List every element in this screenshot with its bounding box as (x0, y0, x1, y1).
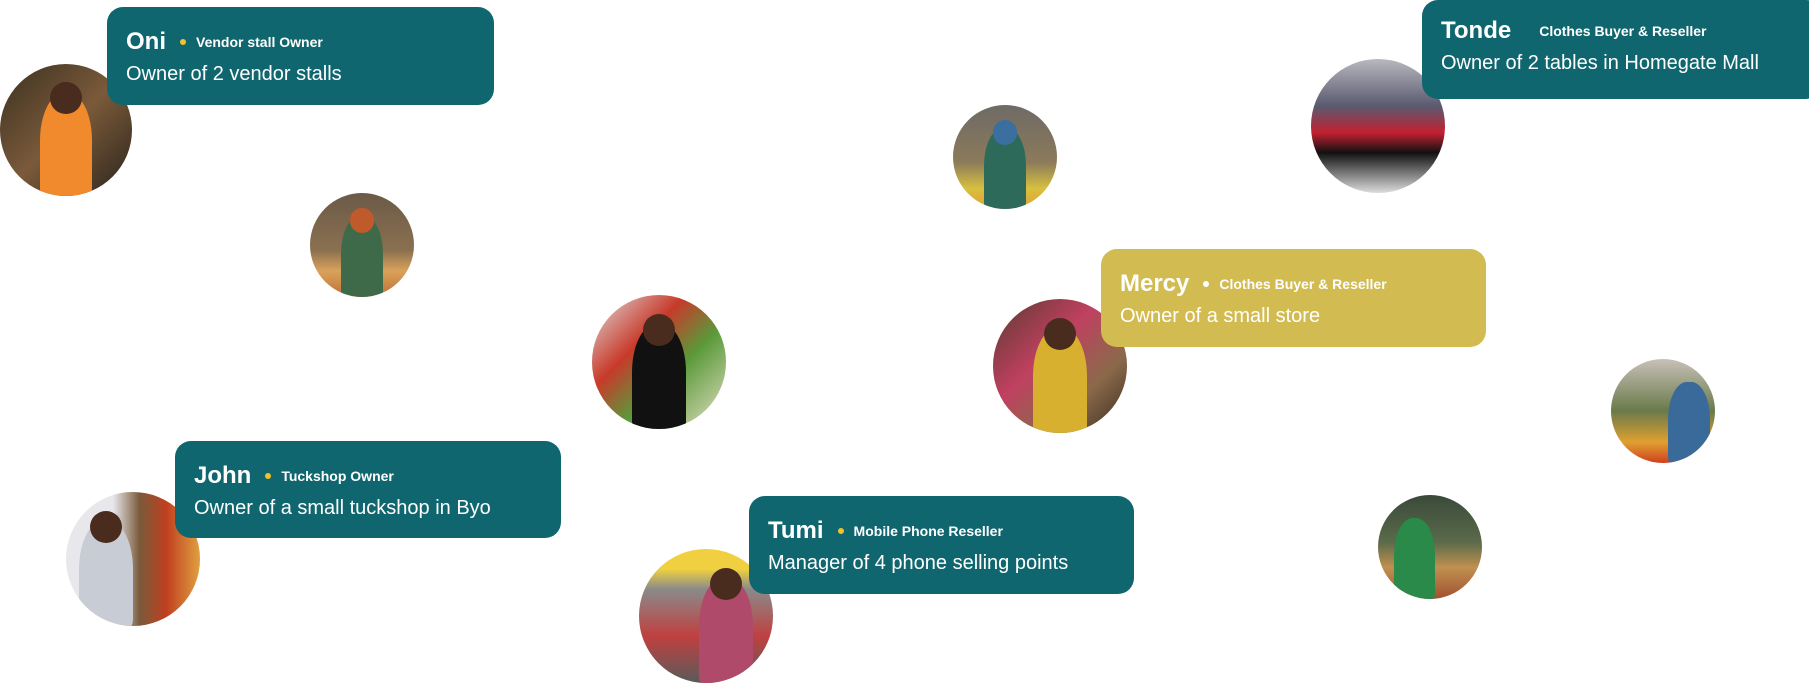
profile-role: Mobile Phone Reseller (853, 523, 1003, 539)
separator-dot (1203, 281, 1210, 287)
separator-dot (180, 39, 186, 45)
profile-description: Owner of 2 tables in Homegate Mall (1441, 52, 1759, 74)
vendor-photo-eggs (310, 193, 414, 297)
profile-card-oni: Oni Vendor stall Owner Owner of 2 vendor … (107, 7, 494, 105)
vendor-photo-produce (592, 295, 726, 429)
profile-name: Mercy (1120, 270, 1190, 297)
vendor-photo-stall (1378, 495, 1482, 599)
profile-description: Manager of 4 phone selling points (768, 552, 1069, 574)
profile-description: Owner of a small tuckshop in Byo (194, 497, 491, 519)
mercy-photo (993, 299, 1127, 433)
profile-card-mercy: Mercy Clothes Buyer & Reseller Owner of a… (1101, 249, 1486, 347)
profile-name: Tumi (768, 517, 824, 544)
vendor-photo-fruit (953, 105, 1057, 209)
separator-dot (265, 473, 272, 479)
vendor-photo-market (1611, 359, 1715, 463)
profile-role: Tuckshop Owner (281, 468, 394, 484)
profile-role: Clothes Buyer & Reseller (1539, 23, 1707, 39)
profile-role: Vendor stall Owner (196, 34, 323, 50)
profile-card-tumi: Tumi Mobile Phone Reseller Manager of 4 p… (749, 496, 1134, 594)
separator-dot (837, 528, 844, 534)
profile-description: Owner of a small store (1120, 305, 1321, 327)
profile-description: Owner of 2 vendor stalls (126, 63, 342, 85)
profile-card-tonde: Tonde Clothes Buyer & Reseller Owner of 2… (1422, 0, 1809, 99)
profile-role: Clothes Buyer & Reseller (1219, 276, 1387, 292)
profile-name: John (194, 462, 252, 489)
profile-name: Oni (126, 28, 166, 55)
profile-card-john: John Tuckshop Owner Owner of a small tuck… (175, 441, 561, 538)
profile-name: Tonde (1441, 17, 1512, 44)
